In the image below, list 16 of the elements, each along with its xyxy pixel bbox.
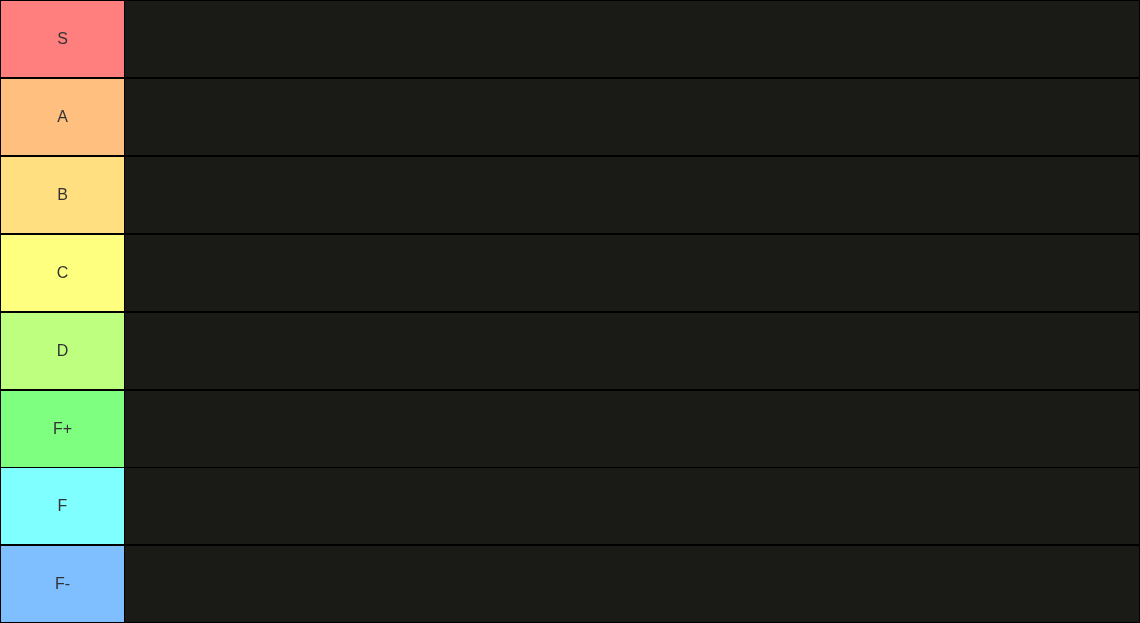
tier-label: A [1, 79, 124, 155]
tier-label: F+ [1, 391, 124, 467]
tier-row [125, 157, 1139, 233]
tier-label: F- [1, 546, 124, 622]
tier-label: S [1, 1, 124, 77]
tier-row [125, 1, 1139, 77]
tier-row [125, 235, 1139, 311]
tier-row [125, 313, 1139, 389]
tier-row [125, 468, 1139, 544]
tier-label: F [1, 468, 124, 544]
tier-row [125, 546, 1139, 622]
tier-row [125, 391, 1139, 467]
tier-label: B [1, 157, 124, 233]
tier-label: D [1, 313, 124, 389]
tier-label: C [1, 235, 124, 311]
tier-row [125, 79, 1139, 155]
